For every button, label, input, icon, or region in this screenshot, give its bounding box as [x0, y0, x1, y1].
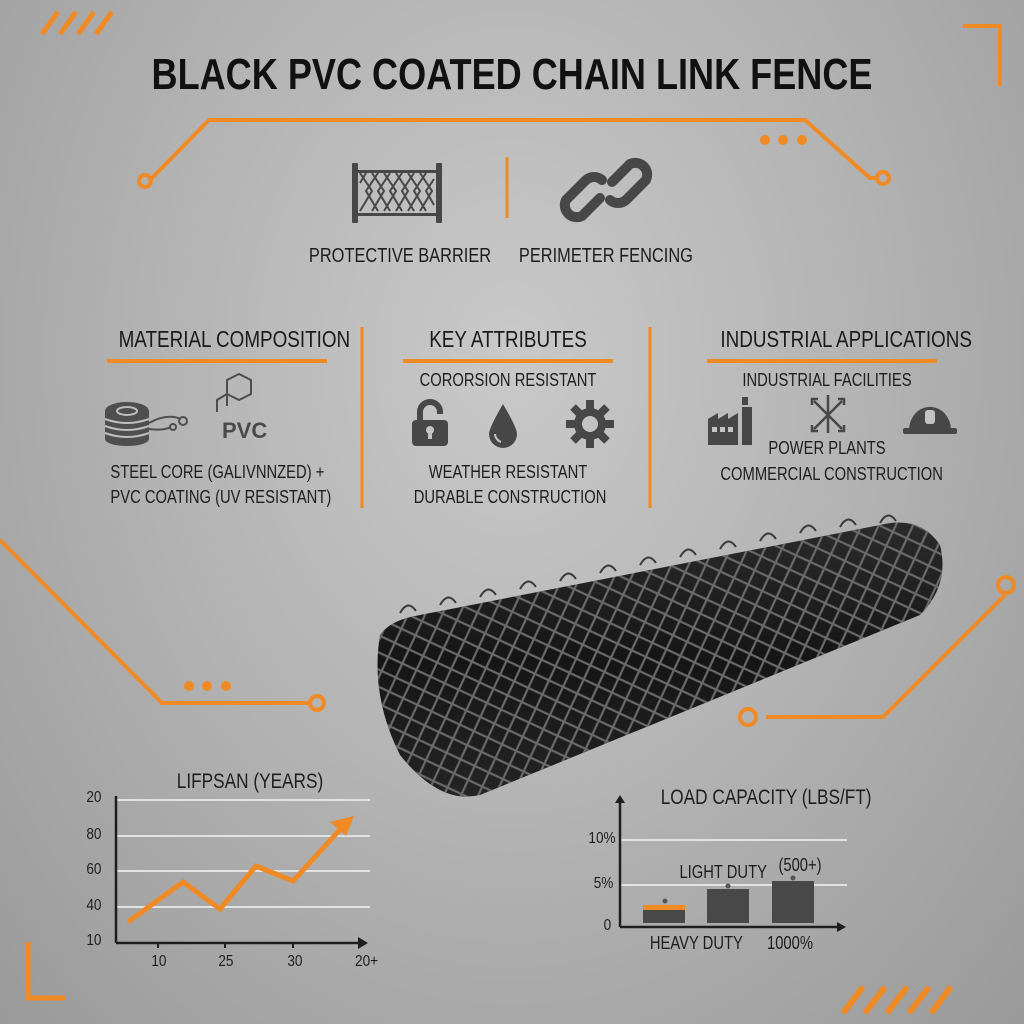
material-line-1: STEEL CORE (GALIVNNZED) + [110, 462, 325, 482]
y-tick: 60 [86, 861, 102, 878]
page-title: BLACK PVC COATED CHAIN LINK FENCE [151, 50, 873, 99]
y-tick: 80 [86, 826, 102, 843]
pvc-label: PVC [222, 418, 268, 443]
fence-panel-icon [352, 163, 442, 223]
load-chart-title: LOAD CAPACITY (LBS/FT) [660, 786, 872, 809]
feature-perimeter-fencing: PERIMETER FENCING [510, 150, 700, 280]
y-tick: 20 [86, 789, 102, 806]
y-tick: 40 [86, 897, 102, 914]
fence-roll-image [377, 514, 943, 797]
bar-annotation-500: (500+) [778, 855, 822, 875]
factory-icon [708, 397, 752, 445]
attributes-line-1: WEATHER RESISTANT [428, 462, 588, 482]
feature-label: PROTECTIVE BARRIER [308, 245, 492, 267]
steel-coil-icon [104, 402, 188, 446]
x-tick: 20+ [355, 953, 379, 970]
feature-protective-barrier: PROTECTIVE BARRIER [300, 150, 492, 280]
applications-heading: INDUSTRIAL APPLICATIONS [720, 326, 972, 352]
padlock-icon [412, 399, 448, 446]
chain-link-icon [559, 157, 653, 223]
bar-label-1000: 1000% [767, 933, 813, 953]
applications-top-line: INDUSTRIAL FACILITIES [742, 370, 912, 390]
attributes-top-line: CORORSION RESISTANT [419, 370, 597, 390]
material-line-2: PVC COATING (UV RESISTANT) [110, 487, 332, 507]
x-tick: 25 [218, 953, 234, 970]
y-tick: 5% [593, 875, 614, 892]
lifespan-chart [114, 796, 370, 949]
water-drop-icon [489, 404, 517, 448]
power-tower-icon [810, 395, 846, 433]
y-tick: 10% [588, 830, 616, 847]
x-tick: 30 [287, 953, 303, 970]
attributes-heading: KEY ATTRIBUTES [429, 326, 587, 352]
applications-line-1: POWER PLANTS [768, 438, 886, 458]
gear-icon [566, 400, 614, 448]
feature-label: PERIMETER FENCING [518, 245, 693, 267]
hard-hat-icon [903, 406, 957, 434]
bar-annotation-light-duty: LIGHT DUTY [679, 862, 767, 882]
lifespan-chart-title: LIFPSAN (YEARS) [176, 770, 324, 793]
y-tick: 10 [86, 932, 102, 949]
attributes-line-2: DURABLE CONSTRUCTION [413, 487, 607, 507]
load-capacity-chart [615, 795, 847, 932]
x-tick: 10 [151, 953, 167, 970]
bar-label-heavy-duty: HEAVY DUTY [649, 933, 743, 953]
y-tick: 0 [603, 917, 612, 934]
pvc-molecule-icon [216, 372, 252, 412]
applications-line-2: COMMERCIAL CONSTRUCTION [720, 464, 943, 484]
material-heading: MATERIAL COMPOSITION [118, 326, 351, 352]
